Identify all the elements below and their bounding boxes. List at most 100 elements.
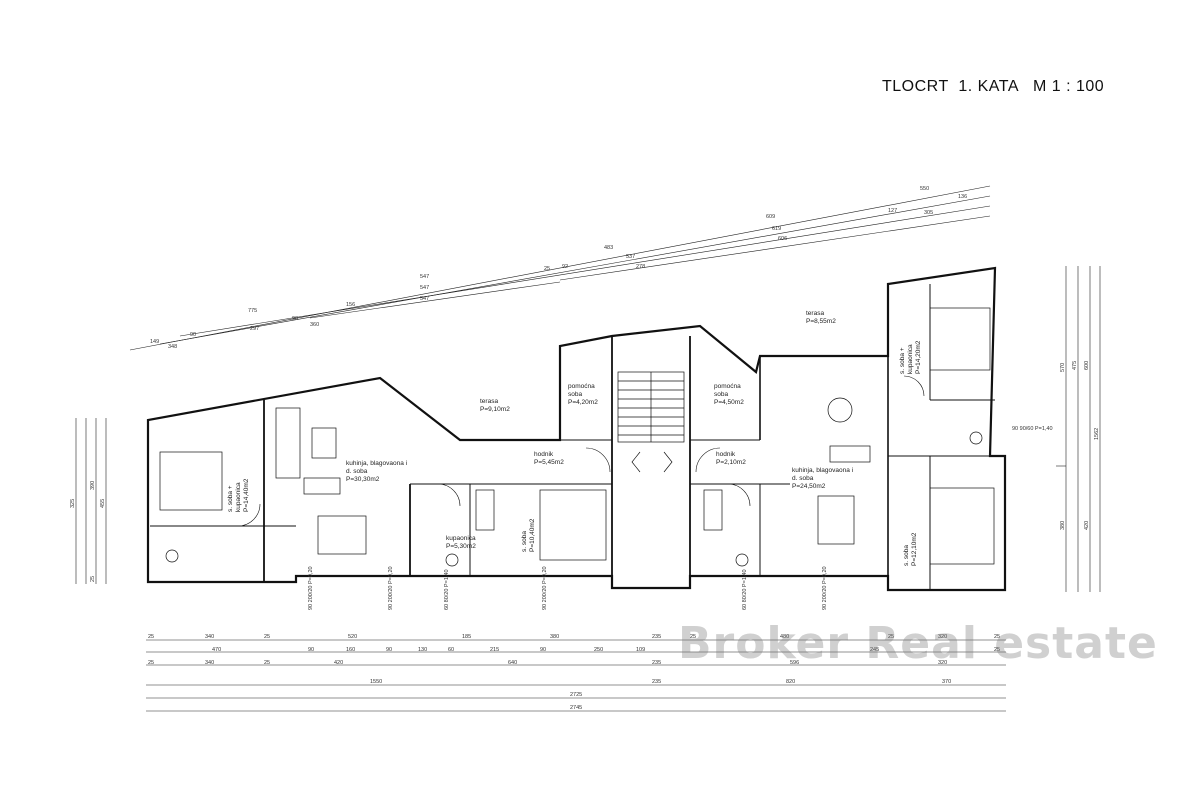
svg-text:P=14,20m2: P=14,20m2 [915, 340, 922, 374]
dim-label: 25 [90, 576, 96, 582]
dim-label: 149 [150, 339, 159, 345]
dim-label: 245 [870, 647, 879, 653]
dimension-labels-bottom: 25 340 25 520 185 380 235 25 480 25 320 … [148, 634, 1000, 711]
dim-label: 420 [1084, 521, 1090, 530]
dim-label: 25 [264, 660, 270, 666]
dim-label: 320 [938, 660, 947, 666]
kitchen-counter-mid [475, 489, 495, 531]
window-tags: 90 200/20 P=0,20 90 200/20 P=0,20 60 80/… [308, 426, 1053, 610]
svg-text:P=30,30m2: P=30,30m2 [346, 476, 380, 483]
dim-label: 130 [418, 647, 427, 653]
svg-text:kupaonica: kupaonica [235, 482, 242, 512]
svg-text:pomoćna: pomoćna [568, 383, 595, 390]
dim-label: 156 [346, 302, 355, 308]
dim-label: 305 [924, 210, 933, 216]
dim-label: 596 [790, 660, 799, 666]
room-kuhinja-left: kuhinja, blagovaona i d. soba P=30,30m2 [346, 460, 407, 483]
svg-text:soba: soba [568, 391, 582, 398]
svg-text:P=12,10m2: P=12,10m2 [911, 532, 918, 566]
dim-label: 136 [958, 194, 967, 200]
dim-label: 775 [248, 308, 257, 314]
dim-label: 215 [490, 647, 499, 653]
dim-label: 25 [888, 634, 894, 640]
dimension-lines-right [1056, 266, 1101, 592]
dim-label: 600 [1084, 361, 1090, 370]
dim-label: 235 [652, 634, 661, 640]
window-tag: 90 200/20 P=0,20 [822, 566, 828, 610]
dim-label: 547 [420, 285, 429, 291]
svg-text:d. soba: d. soba [346, 468, 368, 475]
svg-text:P=4,20m2: P=4,20m2 [568, 399, 598, 406]
svg-text:kuhinja, blagovaona i: kuhinja, blagovaona i [792, 467, 853, 474]
svg-text:s. soba: s. soba [521, 531, 528, 552]
dining-table-left [317, 515, 367, 555]
window-tag: 90 200/20 P=0,20 [308, 566, 314, 610]
dimension-lines-top [129, 185, 991, 351]
dim-label: 483 [604, 245, 613, 251]
room-terasa-left: terasa P=9,10m2 [480, 398, 510, 413]
dim-label: 25 [994, 647, 1000, 653]
svg-text:terasa: terasa [480, 398, 498, 405]
room-kuhinja-right: kuhinja, blagovaona i d. soba P=24,50m2 [792, 467, 853, 490]
dim-label: 278 [636, 264, 645, 270]
dim-label: 1562 [1094, 428, 1100, 440]
svg-text:kupaonica: kupaonica [907, 344, 914, 374]
window-tag: 90 90/60 P=1,40 [1012, 426, 1053, 432]
dim-label: 609 [766, 214, 775, 220]
room-soba-right-top: s. soba + kupaonica P=14,20m2 [899, 340, 922, 374]
svg-text:pomoćna: pomoćna [714, 383, 741, 390]
dim-label: 640 [508, 660, 517, 666]
dim-label: 550 [920, 186, 929, 192]
dim-label: 520 [348, 634, 357, 640]
dim-label: 348 [168, 344, 177, 350]
dim-label: 25 [690, 634, 696, 640]
room-soba-left: s. soba + kupaonica P=14,40m2 [227, 478, 250, 512]
dim-label: 185 [462, 634, 471, 640]
armchair-left [303, 477, 341, 495]
window-tag: 90 200/20 P=0,20 [542, 566, 548, 610]
dim-label: 325 [70, 499, 76, 508]
room-pomocna-soba-1: pomoćna soba P=4,20m2 [568, 383, 598, 406]
svg-text:kupaonica: kupaonica [446, 535, 476, 542]
dim-label: 370 [942, 679, 951, 685]
dim-label: 820 [786, 679, 795, 685]
room-hodnik-2: hodnik P=2,10m2 [716, 451, 746, 466]
window-tag: 90 200/20 P=0,20 [388, 566, 394, 610]
window-tag: 60 80/20 P=1,40 [742, 569, 748, 610]
svg-text:P=8,55m2: P=8,55m2 [806, 318, 836, 325]
svg-text:P=2,10m2: P=2,10m2 [716, 459, 746, 466]
exterior-wall [146, 266, 1007, 592]
dim-label: 127 [888, 208, 897, 214]
dimension-labels-right: 570 475 600 1562 380 420 [1060, 361, 1100, 530]
toilet-far-right [969, 431, 983, 445]
svg-text:hodnik: hodnik [716, 451, 736, 458]
dim-label: 90 [540, 647, 546, 653]
room-labels: terasa P=9,10m2 pomoćna soba P=4,20m2 po… [227, 310, 922, 566]
watermark: Broker Real estate [678, 618, 1158, 669]
dim-label: 25 [148, 660, 154, 666]
dim-label: 25 [544, 266, 550, 272]
dim-label: 606 [778, 236, 787, 242]
dim-label: 455 [100, 499, 106, 508]
toilet-right [735, 553, 749, 567]
svg-text:kuhinja, blagovaona i: kuhinja, blagovaona i [346, 460, 407, 467]
dim-label: 160 [346, 647, 355, 653]
bed-left [159, 451, 223, 511]
dim-label: 547 [420, 296, 429, 302]
sofa-left [275, 407, 301, 479]
dimension-lines-bottom [146, 639, 1006, 712]
dim-label: 480 [780, 634, 789, 640]
round-table [827, 397, 853, 423]
dim-label: 2725 [570, 692, 582, 698]
dim-label: 390 [90, 481, 96, 490]
dim-label: 320 [938, 634, 947, 640]
dim-label: 90 [292, 316, 298, 322]
svg-text:hodnik: hodnik [534, 451, 554, 458]
room-hodnik-1: hodnik P=5,45m2 [534, 451, 564, 466]
dim-label: 60 [448, 647, 454, 653]
dim-label: 340 [205, 634, 214, 640]
table-left [311, 427, 337, 459]
dim-label: 2745 [570, 705, 582, 711]
svg-text:s. soba: s. soba [903, 545, 910, 566]
